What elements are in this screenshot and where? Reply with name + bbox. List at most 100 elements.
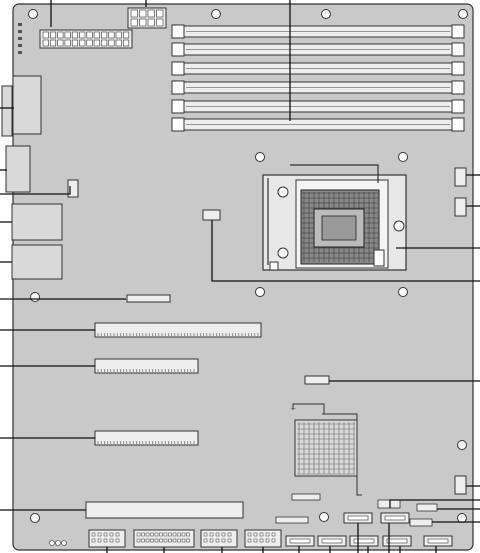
header-pin bbox=[150, 538, 154, 543]
fan-header-front-2 bbox=[454, 197, 467, 217]
eps-pin bbox=[147, 9, 155, 18]
atx-24pin-power-connector bbox=[39, 29, 133, 49]
svg-text:⊥: ⊥ bbox=[290, 403, 296, 411]
slot-body bbox=[85, 501, 244, 519]
header-usb-internal bbox=[377, 499, 401, 509]
io-usb-lan-block-2 bbox=[11, 244, 63, 280]
header-pin bbox=[271, 532, 276, 537]
header-pin bbox=[181, 532, 186, 537]
front-usb-header-3 bbox=[244, 529, 282, 548]
fan-header-front-3 bbox=[454, 475, 467, 495]
atx-pin bbox=[101, 31, 108, 39]
eps-pin bbox=[130, 18, 138, 27]
dimm-slot-3 bbox=[171, 61, 465, 76]
sata-key bbox=[427, 538, 449, 544]
fan-header-rear bbox=[67, 179, 79, 198]
front-usb-header-2 bbox=[200, 529, 238, 548]
cpu-lever-hinge-2 bbox=[277, 247, 289, 259]
io-usb-lan-block-1 bbox=[11, 203, 63, 241]
dimm-latch-right bbox=[451, 61, 465, 76]
dimm-latch-right bbox=[451, 24, 465, 39]
atx-pin bbox=[86, 39, 93, 47]
dimm-latch-left bbox=[171, 117, 185, 132]
header-pin bbox=[209, 532, 214, 537]
atx-pin bbox=[49, 39, 57, 47]
sata-port-2 bbox=[380, 512, 410, 524]
atx-pin bbox=[86, 31, 93, 39]
slot-body bbox=[94, 430, 199, 446]
header-housing bbox=[133, 529, 195, 548]
header-pin bbox=[141, 532, 145, 537]
cmos-battery-pads bbox=[49, 540, 67, 546]
sata-key bbox=[386, 538, 408, 544]
dimm-slot-4 bbox=[171, 80, 465, 95]
header-pin bbox=[136, 538, 141, 543]
sata-port-4 bbox=[317, 535, 347, 547]
cpu-socket bbox=[262, 164, 407, 271]
io-serial-block bbox=[5, 145, 31, 193]
header-pin bbox=[259, 538, 264, 543]
header-jumpers-1 bbox=[291, 493, 321, 501]
dimm-slot-1 bbox=[171, 24, 465, 39]
header-pin bbox=[163, 538, 168, 543]
pcie-slot-3 bbox=[94, 430, 199, 446]
atx-pin bbox=[42, 31, 49, 39]
header-jumpers-2 bbox=[275, 516, 309, 524]
atx-pin bbox=[71, 39, 78, 47]
atx-pin bbox=[93, 31, 100, 39]
header-pin bbox=[141, 538, 145, 543]
mounting-hole bbox=[319, 512, 329, 522]
header-pin bbox=[247, 538, 252, 543]
header-pin bbox=[91, 532, 96, 537]
header-pin bbox=[91, 538, 96, 543]
atx-pin bbox=[123, 39, 130, 47]
atx-pin bbox=[71, 31, 78, 39]
header-pin bbox=[181, 538, 186, 543]
atx-pin bbox=[93, 39, 100, 47]
dimm-latch-right bbox=[451, 42, 465, 57]
header-pin bbox=[154, 538, 159, 543]
header-pin bbox=[203, 538, 208, 543]
eps-pin bbox=[130, 9, 138, 18]
mounting-hole bbox=[398, 152, 408, 162]
atx-pin bbox=[115, 39, 122, 47]
mounting-hole bbox=[30, 292, 40, 302]
header-pin bbox=[150, 532, 154, 537]
rear-io-small-leds bbox=[18, 23, 22, 54]
header-pin bbox=[159, 538, 163, 543]
eps-pin bbox=[147, 18, 155, 27]
pcie-slot-1 bbox=[94, 322, 262, 338]
fan-header-front-1 bbox=[454, 167, 467, 187]
mounting-hole bbox=[28, 9, 38, 19]
callout-leader-line bbox=[211, 220, 480, 282]
header-pin bbox=[103, 538, 108, 543]
mounting-hole bbox=[255, 152, 265, 162]
dimm-slot-6 bbox=[171, 117, 465, 132]
header-pin bbox=[253, 532, 258, 537]
dimm-latch-left bbox=[171, 42, 185, 57]
io-vga-block bbox=[1, 85, 13, 137]
header-pin bbox=[177, 538, 181, 543]
header-pin bbox=[221, 538, 226, 543]
dimm-latch-right bbox=[451, 99, 465, 114]
chipset-heatsink: ⊥ bbox=[290, 403, 362, 496]
atx-pin bbox=[101, 39, 108, 47]
dimm-latch-left bbox=[171, 24, 185, 39]
header-pin bbox=[265, 532, 270, 537]
header-pin bbox=[215, 538, 220, 543]
header-pin bbox=[136, 532, 141, 537]
sata-key bbox=[289, 538, 311, 544]
atx-pin bbox=[64, 31, 71, 39]
front-panel-header-group bbox=[88, 529, 282, 548]
sata-key bbox=[353, 538, 375, 544]
atx-pin bbox=[42, 39, 49, 47]
header-pin bbox=[109, 538, 114, 543]
dimm-latch-left bbox=[171, 80, 185, 95]
io-ps2-block bbox=[12, 75, 42, 135]
eps-pin bbox=[156, 9, 164, 18]
header-housing bbox=[88, 529, 126, 548]
sata-port-6 bbox=[382, 535, 412, 547]
header-pin bbox=[109, 532, 114, 537]
header-pin bbox=[253, 538, 258, 543]
